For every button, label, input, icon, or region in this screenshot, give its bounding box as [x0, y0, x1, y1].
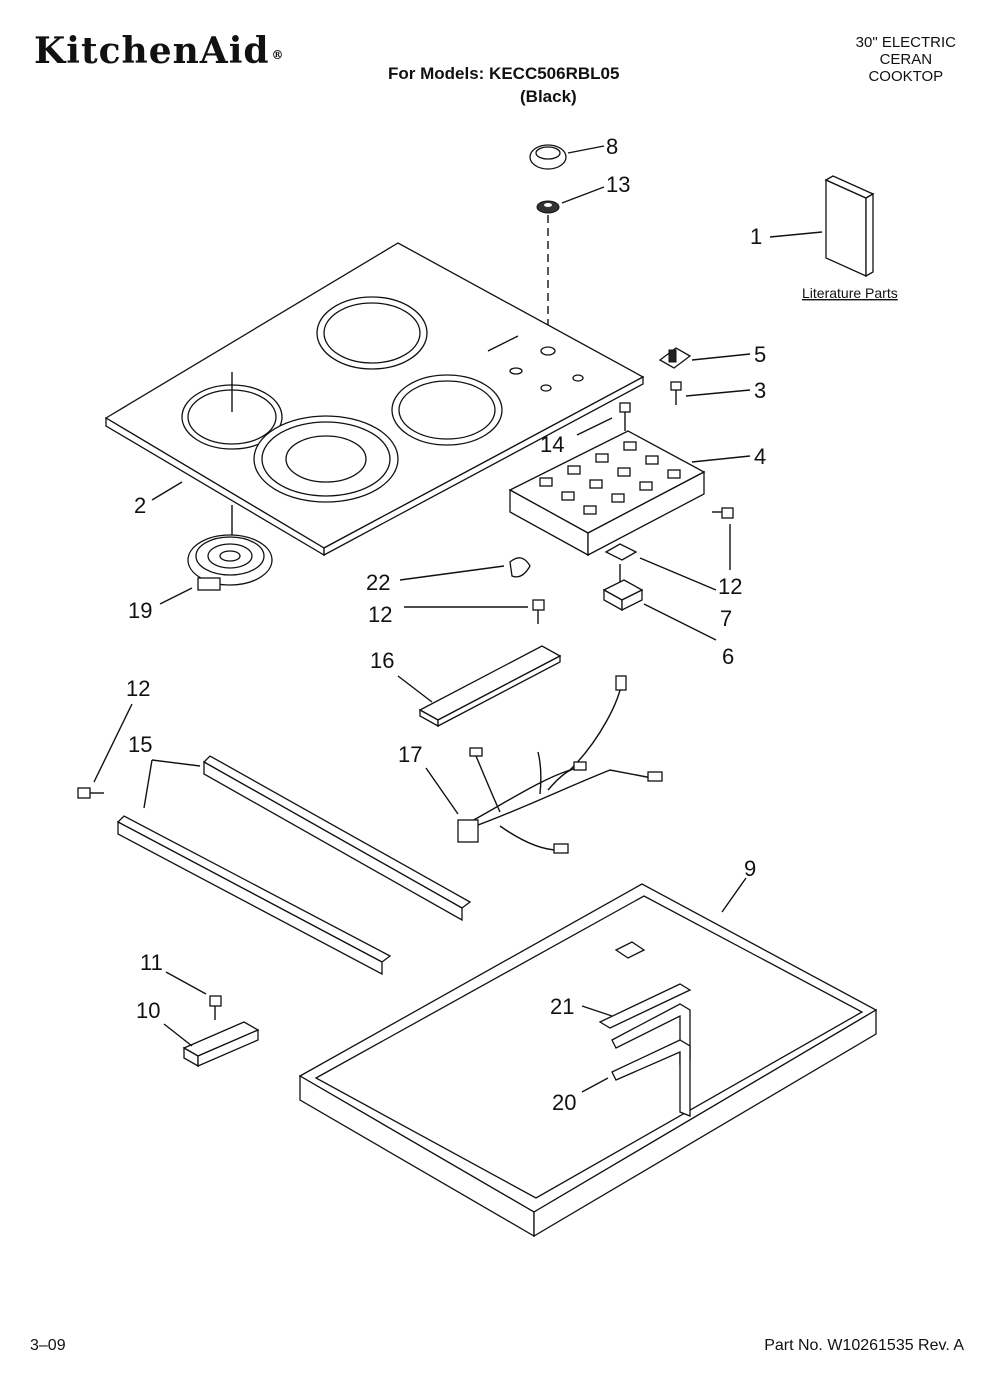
leader-2: [151, 481, 183, 501]
leader-15b: [143, 759, 153, 809]
callout-8: 8: [606, 134, 618, 159]
models-line: For Models: KECC506RBL05: [388, 64, 620, 83]
callout-17: 17: [398, 742, 422, 767]
desc-line-2: CERAN: [879, 51, 933, 68]
cooktop-glass: [104, 242, 645, 557]
product-description: 30" ELECTRIC CERAN COOKTOP: [856, 34, 956, 85]
corner-bracket: [182, 1021, 260, 1068]
callout-12-mid: 12: [368, 602, 392, 627]
clip: [658, 347, 692, 369]
leader-22: [399, 565, 505, 581]
leader-5: [691, 353, 751, 361]
callout-22: 22: [366, 570, 390, 595]
revision-date: 3–09: [30, 1337, 66, 1354]
brand-logo: KitchenAid®: [34, 30, 285, 72]
callout-5: 5: [754, 342, 766, 367]
leader-10: [163, 1023, 193, 1047]
screw-12-mid: [532, 599, 545, 624]
leader-13: [561, 186, 605, 204]
washer: [536, 200, 560, 214]
callout-12-bracket: 12: [718, 574, 742, 599]
part-number: Part No. W10261535 Rev. A: [764, 1337, 964, 1354]
leader-20: [581, 1077, 609, 1093]
literature-label: Literature Parts: [802, 285, 898, 301]
callout-10: 10: [136, 998, 160, 1023]
callout-2: 2: [134, 493, 146, 518]
callout-15: 15: [128, 732, 152, 757]
callout-16: 16: [370, 648, 394, 673]
callout-1: 1: [750, 224, 762, 249]
control-bracket: [508, 430, 706, 557]
callout-12-left: 12: [126, 676, 150, 701]
callout-6: 6: [722, 644, 734, 669]
base-pan: [298, 883, 878, 1238]
callout-21: 21: [550, 994, 574, 1019]
callout-9: 9: [744, 856, 756, 881]
leader-12-left: [93, 703, 133, 783]
leader-6: [643, 603, 717, 641]
callout-4: 4: [754, 444, 766, 469]
knob: [529, 144, 567, 170]
side-rail-front: [116, 815, 392, 976]
leader-15a: [151, 759, 201, 767]
leader-17: [425, 767, 459, 815]
callout-20: 20: [552, 1090, 576, 1115]
callout-19: 19: [128, 598, 152, 623]
switch: [602, 564, 644, 612]
leader-19: [159, 587, 193, 605]
desc-line-3: COOKTOP: [868, 68, 944, 85]
screw-12-bracket: [712, 507, 734, 519]
heating-element: [187, 534, 273, 591]
leader-8: [567, 145, 605, 154]
desc-line-1: 30" ELECTRIC: [855, 34, 956, 51]
screw-12-left: [77, 787, 104, 799]
screw-3: [670, 381, 682, 405]
leader-9: [721, 877, 747, 913]
leader-16: [397, 675, 433, 703]
leader-3: [685, 389, 751, 397]
leader-14: [576, 417, 613, 436]
leader-7: [639, 557, 717, 591]
screw-11: [209, 995, 222, 1020]
leader-21: [581, 1005, 613, 1017]
callout-13: 13: [606, 172, 630, 197]
color-line: (Black): [520, 87, 577, 106]
leader-1: [769, 231, 823, 238]
channel-bracket: [598, 983, 692, 1117]
wire-harness: [457, 675, 663, 854]
screw-14: [619, 402, 631, 425]
callout-3: 3: [754, 378, 766, 403]
literature-book: [824, 175, 875, 278]
grommet: [509, 557, 531, 578]
leader-4: [691, 455, 751, 463]
callout-7: 7: [720, 606, 732, 631]
mounting-strip: [418, 645, 562, 728]
callout-11: 11: [140, 950, 163, 975]
pad: [604, 543, 638, 561]
callout-14: 14: [540, 432, 564, 457]
side-rail-rear: [202, 755, 472, 922]
leader-11: [165, 971, 207, 995]
